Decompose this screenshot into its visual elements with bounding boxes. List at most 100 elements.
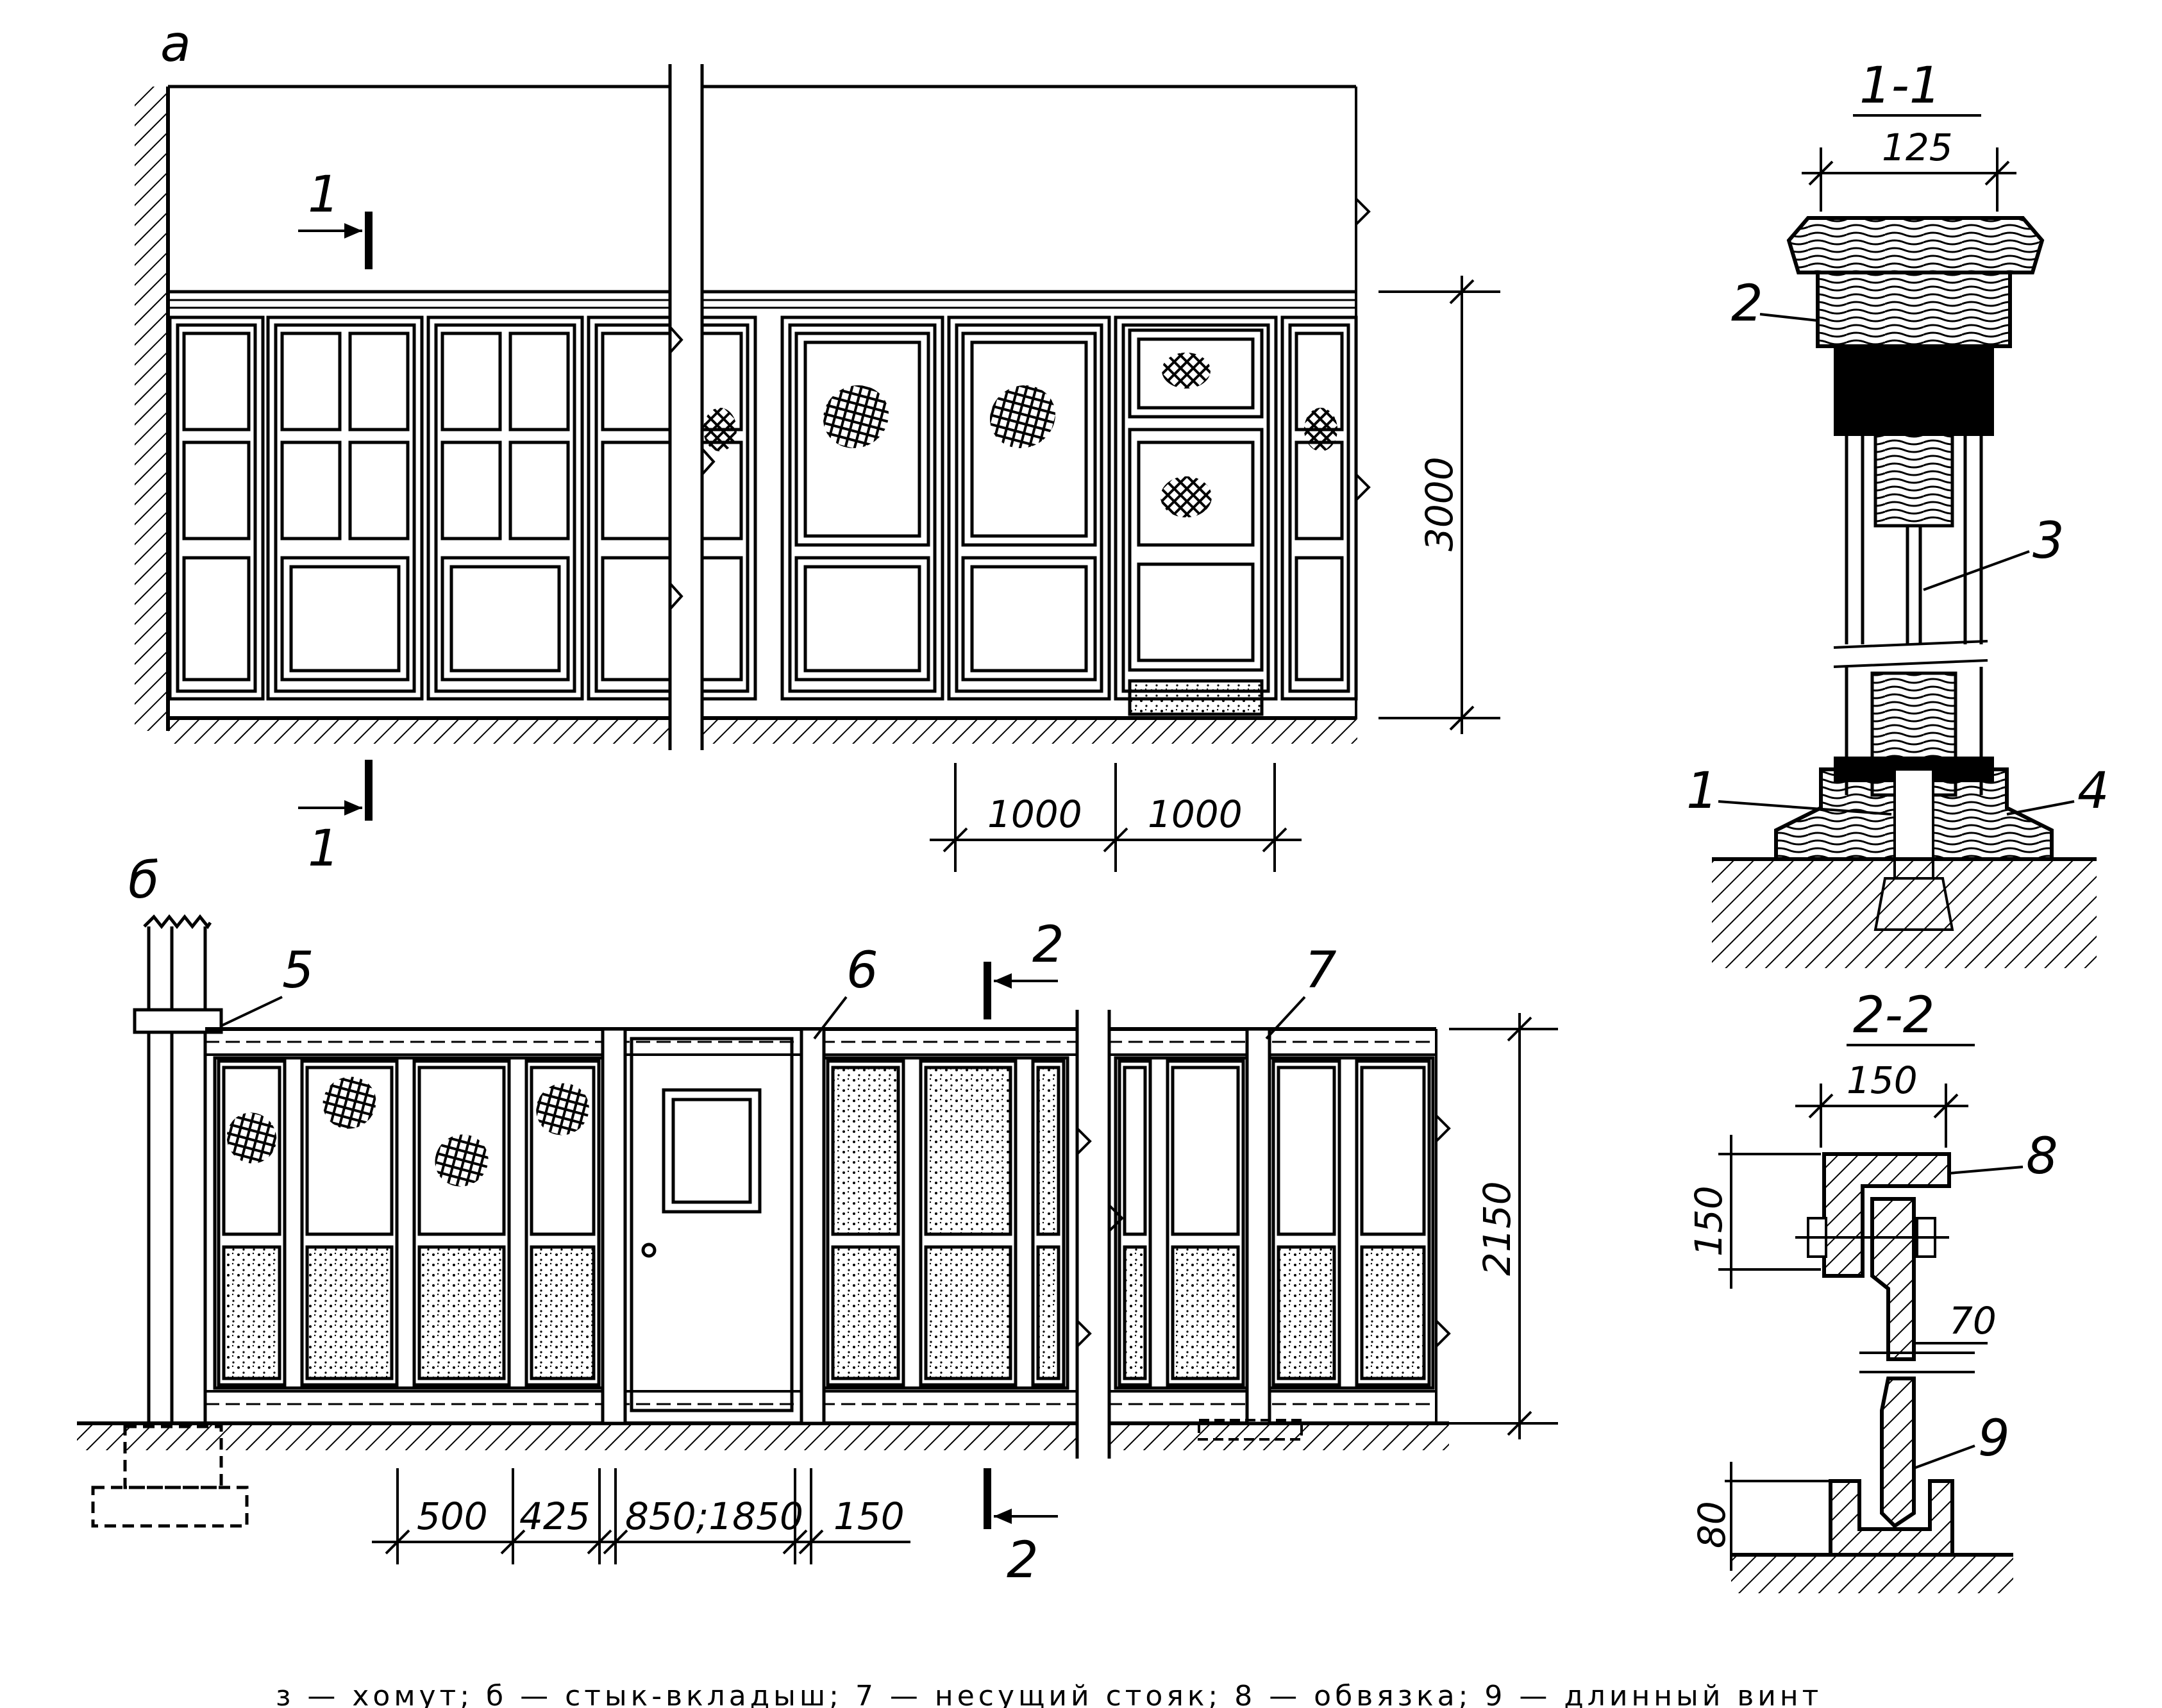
svg-text:1: 1 <box>308 820 340 878</box>
section-2-2: 2-2 150 150 70 80 8 9 <box>1687 987 2058 1593</box>
lower-panel <box>1295 556 1344 682</box>
panel-a-frame <box>780 315 944 701</box>
cut-mark-2-bottom: 2 <box>984 1468 1058 1589</box>
upper-glass <box>1171 1066 1240 1236</box>
transom-inner <box>1137 337 1255 410</box>
glass-pane <box>440 331 502 431</box>
panel-b-leaf <box>919 1059 1018 1387</box>
section-2-2-title: 2-2 <box>1853 987 1934 1044</box>
lower-filled-panel <box>1036 1245 1060 1380</box>
upper-glass <box>1036 1066 1060 1236</box>
dim-425: 425 <box>519 1494 591 1538</box>
callout-6: 6 <box>846 942 878 1000</box>
callout-4: 4 <box>2077 762 2109 820</box>
lower-filled-panel <box>1360 1245 1426 1380</box>
lower-filled-panel <box>1171 1245 1240 1380</box>
panel-b-leaf <box>1166 1059 1245 1387</box>
support-post <box>800 1027 826 1425</box>
view-b-elevation: б <box>77 852 1558 1589</box>
svg-text:1: 1 <box>308 166 340 224</box>
glass-pane <box>348 440 410 540</box>
panel-a-inner <box>274 323 416 693</box>
lower-panel-inner <box>803 565 921 673</box>
lower-filled-panel <box>1277 1245 1336 1380</box>
dim-80: 80 <box>1690 1501 1734 1548</box>
support-post <box>1245 1027 1271 1425</box>
glass-pane <box>280 440 342 540</box>
floor-hatch-b <box>77 1423 1449 1450</box>
support-post <box>601 1027 627 1425</box>
dim-2150-text: 2150 <box>1475 1181 1519 1276</box>
upper-glass <box>222 1066 281 1236</box>
callout-3: 3 <box>2032 512 2065 570</box>
lower-filled-panel <box>305 1245 394 1380</box>
door-glass <box>1137 440 1255 547</box>
panel-b-leaf <box>1271 1059 1341 1387</box>
callout-9: 9 <box>1978 1410 2010 1468</box>
lower-filled-panel <box>831 1245 900 1380</box>
svg-text:2: 2 <box>1007 1532 1039 1589</box>
lower-panel <box>794 556 930 682</box>
panel-a-frame <box>1280 315 1358 701</box>
panel-b-leaf <box>1118 1059 1152 1387</box>
lower-panel <box>961 556 1097 682</box>
glass-pane <box>182 440 251 540</box>
glass-pane <box>280 331 342 431</box>
glass-pane <box>182 331 251 431</box>
panels-b <box>213 1027 1435 1425</box>
section-1-1: 1-1 125 2 3 <box>1686 57 2109 968</box>
dim-3000-text: 3000 <box>1418 456 1461 551</box>
upper-glass <box>305 1066 394 1236</box>
upper-glass <box>1123 1066 1147 1236</box>
glass-pane <box>348 331 410 431</box>
glass-pane-inner <box>970 340 1088 538</box>
break-column-b <box>1077 1010 1109 1459</box>
caption-text: з — хомут; б — стык-вкладыш; 7 — несущий… <box>276 1680 1822 1708</box>
wired-glass-mark <box>226 1112 277 1164</box>
glass-pane <box>508 440 570 540</box>
dim-1000-b: 1000 <box>1148 792 1243 836</box>
dim-150: 150 <box>834 1494 905 1538</box>
wired-glass-mark <box>1304 408 1337 451</box>
dim-70: 70 <box>1949 1299 1997 1343</box>
upper-glass <box>417 1066 506 1236</box>
panel-b-leaf <box>217 1059 287 1387</box>
upper-glass <box>831 1066 900 1236</box>
section-1-1-title: 1-1 <box>1859 57 1941 115</box>
dim-850-1850: 850;1850 <box>625 1494 803 1538</box>
panel-a-inner <box>955 323 1103 693</box>
lower-panel-inner <box>970 565 1088 673</box>
dim-150-top: 150 <box>1847 1059 1918 1102</box>
door-leaf <box>1128 428 1264 672</box>
wired-glass-mark <box>536 1083 589 1135</box>
door-lower-panel <box>1137 562 1255 662</box>
panel-a-frame <box>168 315 265 701</box>
panel-b-leaf <box>524 1059 601 1387</box>
cut-mark-2-top: 2 <box>984 916 1064 1019</box>
dim-1000-a: 1000 <box>987 792 1082 836</box>
callout-7: 7 <box>1305 942 1337 1000</box>
panel-b-leaf <box>412 1059 511 1387</box>
dimension-3000 <box>1378 276 1500 734</box>
lower-filled-panel <box>417 1245 506 1380</box>
wired-glass-mark <box>435 1134 489 1187</box>
dim-150-side: 150 <box>1687 1185 1730 1257</box>
panel-a-inner <box>1288 323 1350 693</box>
cut-mark-1-bottom: 1 <box>298 760 373 878</box>
view-b-label: б <box>128 852 159 910</box>
panel-b-leaf <box>826 1059 905 1387</box>
panel-a-frame <box>266 315 424 701</box>
cut-mark-1-top: 1 <box>298 166 373 269</box>
glass-pane <box>440 440 502 540</box>
lower-panel <box>440 556 570 682</box>
floor-hatch-a <box>168 718 1357 744</box>
panel-a-inner <box>176 323 257 693</box>
wired-glass-mark <box>1162 353 1211 389</box>
wired-glass-mark <box>989 385 1056 449</box>
glass-pane-inner <box>803 340 921 538</box>
glass-pane <box>961 331 1097 547</box>
panel-a-inner <box>434 323 576 693</box>
lower-filled-panel <box>222 1245 281 1380</box>
transom-pane <box>1128 328 1264 419</box>
